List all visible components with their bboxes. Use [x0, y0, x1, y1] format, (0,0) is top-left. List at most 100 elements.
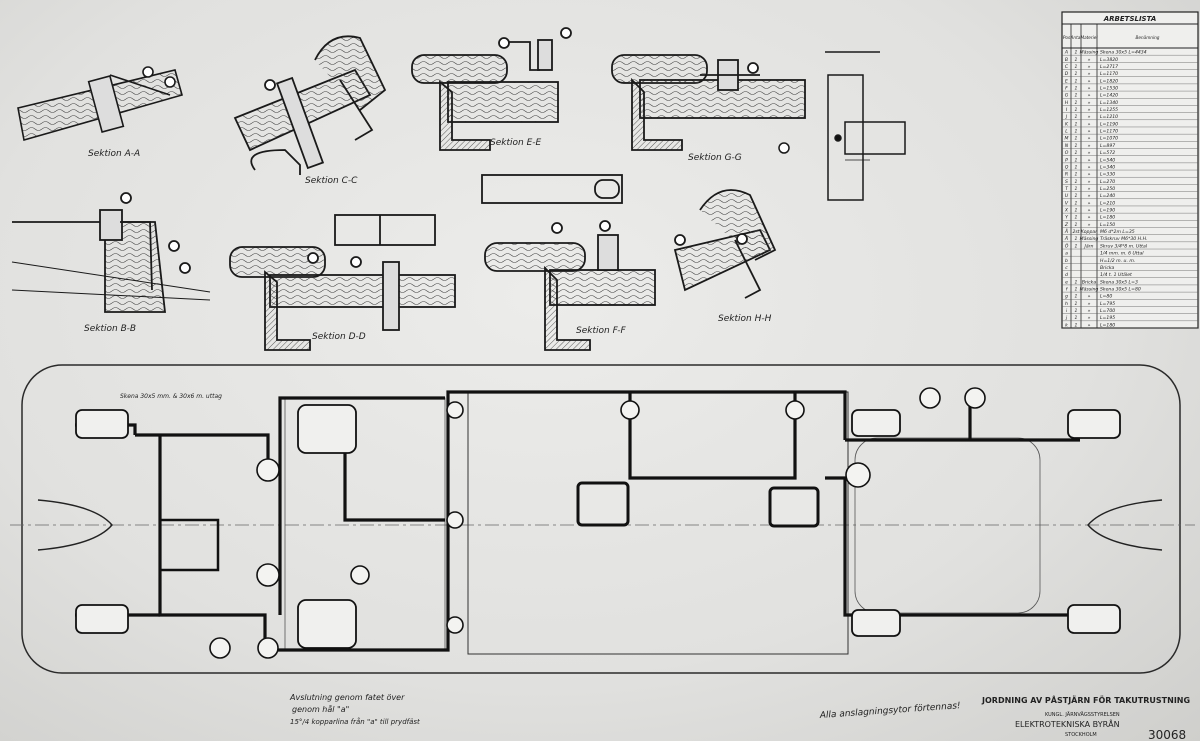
table-cell: Z	[1064, 222, 1069, 228]
table-cell: D	[1065, 71, 1069, 77]
table-cell: Q	[1065, 164, 1069, 170]
bottom-note-line1: Avslutning genom fatet över	[289, 693, 405, 702]
table-header: Benämning	[1136, 35, 1160, 40]
table-cell: »	[1088, 115, 1091, 120]
table-cell: Bricka	[1082, 279, 1097, 285]
table-cell: L=1170	[1100, 129, 1118, 135]
table-cell: L=1255	[1100, 107, 1118, 113]
right-panel	[854, 437, 1041, 614]
table-cell: 1	[1075, 215, 1078, 221]
table-cell: L=210	[1100, 200, 1115, 206]
section-label-ff: Sektion F-F	[576, 326, 626, 336]
table-cell: j	[1065, 315, 1068, 321]
table-cell: L=180	[1100, 322, 1115, 328]
table-cell: L=190	[1100, 208, 1115, 214]
table-cell: 1	[1075, 193, 1078, 199]
mounting-plates	[75, 404, 1121, 649]
drawing-number: 30068	[1148, 728, 1186, 741]
section-bb-detail	[11, 192, 211, 313]
table-cell: h	[1065, 301, 1068, 307]
table-cell: »	[1088, 165, 1091, 170]
title-block-place: STOCKHOLM	[1065, 732, 1097, 738]
table-cell: Y	[1065, 215, 1069, 221]
table-cell: i	[1066, 308, 1068, 314]
table-cell: L=240	[1100, 193, 1115, 199]
section-label-cc: Sektion C-C	[305, 176, 358, 186]
roof-hatch-right	[768, 486, 820, 528]
table-cell: H=1/2 m. u. m.	[1100, 258, 1135, 264]
table-cell: 1	[1075, 57, 1078, 63]
table-cell: »	[1088, 144, 1091, 149]
table-cell: »	[1088, 194, 1091, 199]
section-label-aa: Sektion A-A	[88, 149, 140, 159]
table-cell: F	[1065, 85, 1068, 91]
roof-plan	[10, 364, 1195, 674]
table-cell: 1	[1075, 243, 1078, 249]
tinning-note: Alla anslagningsytor förtennas!	[819, 701, 961, 721]
table-cell: »	[1088, 122, 1091, 127]
table-cell: J	[1065, 114, 1068, 120]
plate-tr	[1067, 409, 1121, 439]
table-cell: »	[1088, 72, 1091, 77]
table-cell: 1	[1075, 172, 1078, 178]
table-cell: 2st	[1072, 229, 1079, 235]
table-cell: L=897	[1100, 143, 1115, 149]
table-cell: 1	[1075, 71, 1078, 77]
table-cell: 1	[1075, 78, 1078, 84]
table-cell: V	[1065, 200, 1069, 206]
table-cell: »	[1088, 65, 1091, 70]
plate-left-lower	[297, 599, 357, 649]
table-cell: 1	[1075, 50, 1078, 56]
table-cell: L=250	[1100, 186, 1115, 192]
table-cell: g	[1065, 295, 1068, 300]
table-cell: L=1190	[1100, 121, 1118, 127]
end-nose-right	[1087, 499, 1163, 551]
plate-mid-br	[851, 609, 901, 637]
table-cell: 1	[1075, 85, 1078, 91]
table-cell: Mässing	[1080, 236, 1099, 242]
section-hh-detail	[673, 189, 777, 299]
table-cell: e	[1065, 280, 1068, 285]
table-cell: T	[1065, 186, 1069, 192]
table-cell: L=1420	[1100, 93, 1118, 99]
roof-outline	[21, 364, 1181, 674]
table-cell: »	[1088, 316, 1091, 321]
bottom-note-line3: 15°/4 kopparlina från "a" till prydfäst	[290, 717, 420, 726]
table-cell: »	[1088, 295, 1091, 300]
table-cell: 1	[1075, 107, 1078, 113]
table-cell: »	[1088, 130, 1091, 135]
dimension-note: Skena 30x5 mm. & 30x6 m. uttag	[120, 393, 222, 400]
table-cell: L=3820	[1100, 57, 1118, 63]
table-cell: »	[1088, 187, 1091, 192]
table-cell: L=700	[1100, 308, 1115, 314]
table-cell: »	[1088, 173, 1091, 178]
table-cell: »	[1088, 79, 1091, 84]
table-cell: L=180	[1100, 215, 1115, 221]
table-cell: Träskruv M6*30 H.H.	[1100, 236, 1148, 242]
table-cell: 1/4 mm. m. 6 Uttal	[1100, 251, 1144, 257]
table-cell: 1	[1075, 129, 1078, 135]
table-cell: 1	[1075, 179, 1078, 185]
table-cell: L=340	[1100, 164, 1115, 170]
section-ee-detail	[411, 27, 572, 151]
table-cell: 1	[1075, 150, 1078, 156]
table-cell: A	[1064, 50, 1068, 56]
table-cell: L=1070	[1100, 136, 1118, 142]
roof-hatch-left	[576, 481, 630, 527]
section-cc-detail	[233, 35, 387, 175]
table-cell: K	[1065, 121, 1069, 127]
table-cell: d	[1065, 272, 1068, 278]
bar-clamp-detail	[778, 51, 906, 201]
table-cell: »	[1088, 216, 1091, 221]
table-cell: Järn	[1084, 243, 1094, 249]
table-cell: 1	[1075, 236, 1078, 242]
table-cell: L=270	[1100, 179, 1115, 185]
table-cell: 1	[1075, 208, 1078, 214]
section-ff-detail	[481, 174, 656, 351]
table-cell: L=330	[1100, 172, 1115, 178]
table-cell: »	[1088, 209, 1091, 214]
table-cell: »	[1088, 158, 1091, 163]
section-label-bb: Sektion B-B	[84, 324, 136, 334]
table-cell: »	[1088, 94, 1091, 99]
